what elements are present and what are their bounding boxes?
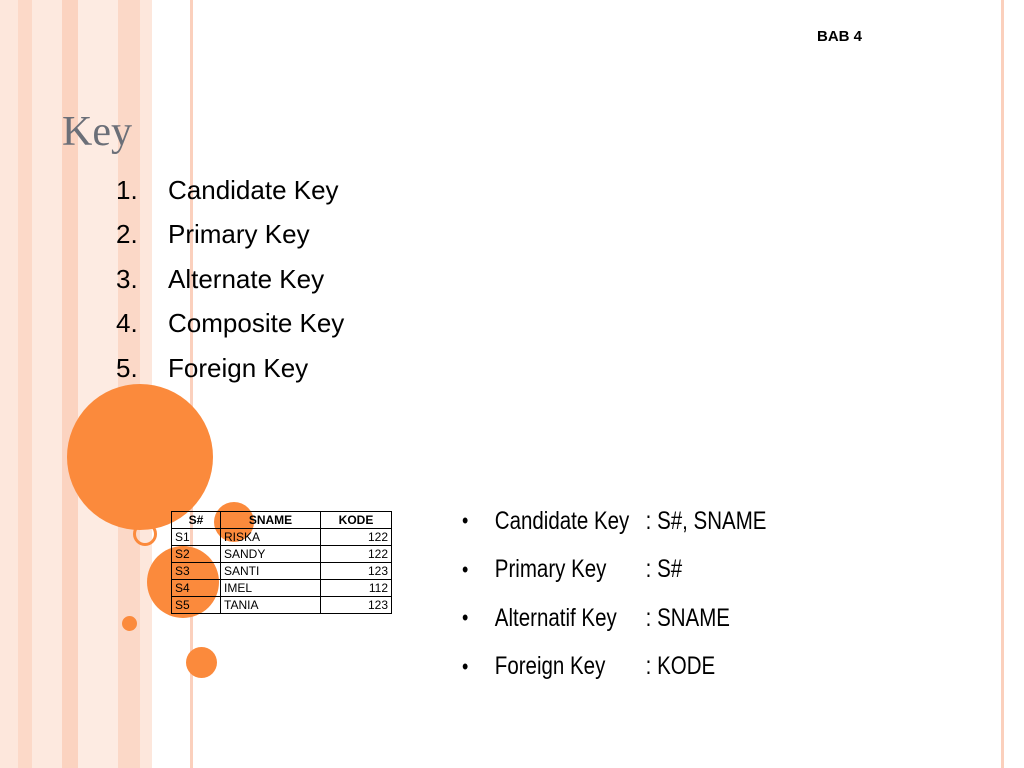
- table-cell: 112: [320, 579, 392, 597]
- background-stripe: [78, 0, 118, 768]
- list-item-label: Alternate Key: [168, 263, 325, 294]
- list-item-label: Foreign Key: [168, 352, 309, 383]
- table-cell: SANDY: [220, 545, 321, 563]
- background-stripe: [0, 0, 18, 768]
- column-header: SNAME: [220, 511, 321, 529]
- list-item: • Primary Key : S#: [462, 546, 766, 595]
- list-item: • Foreign Key : KODE: [462, 643, 766, 692]
- table-cell: S3: [171, 562, 221, 580]
- table-cell: 123: [320, 562, 392, 580]
- slide-title: Key: [62, 109, 132, 155]
- bullet-icon: •: [462, 508, 469, 534]
- table-cell: S5: [171, 596, 221, 614]
- list-item: • Alternatif Key : SNAME: [462, 594, 766, 643]
- table-cell: 122: [320, 528, 392, 546]
- key-type-list: 1. Candidate Key 2. Primary Key 3. Alternat…: [116, 168, 344, 391]
- table-cell: SANTI: [220, 562, 321, 580]
- list-number: 1.: [116, 174, 138, 205]
- key-name: Foreign Key: [494, 652, 606, 681]
- supplier-table-container: S# SNAME KODE S1 RISKA 122 S2 SANDY 122 …: [171, 511, 392, 614]
- table-row: S2 SANDY 122: [171, 545, 392, 563]
- background-stripe: [32, 0, 62, 768]
- list-item: • Candidate Key : S#, SNAME: [462, 497, 766, 546]
- list-item-label: Composite Key: [168, 308, 345, 339]
- bullet-icon: •: [462, 556, 469, 582]
- key-assignment-list: • Candidate Key : S#, SNAME • Primary Ke…: [462, 497, 833, 691]
- list-number: 4.: [116, 308, 138, 339]
- table-cell: S1: [171, 528, 221, 546]
- supplier-table: S# SNAME KODE S1 RISKA 122 S2 SANDY 122 …: [171, 511, 392, 614]
- list-item: 2. Primary Key: [116, 213, 344, 258]
- table-row: S4 IMEL 112: [171, 579, 392, 597]
- list-item-label: Primary Key: [168, 219, 310, 250]
- background-stripe: [62, 0, 78, 768]
- list-item-label: Candidate Key: [168, 174, 339, 205]
- table-cell: 123: [320, 596, 392, 614]
- table-row: S5 TANIA 123: [171, 596, 392, 614]
- table-row: S1 RISKA 122: [171, 528, 392, 546]
- table-header-row: S# SNAME KODE: [171, 511, 392, 529]
- list-item: 1. Candidate Key: [116, 168, 344, 213]
- background-stripe: [190, 0, 193, 768]
- background-stripe: [18, 0, 32, 768]
- table-cell: IMEL: [220, 579, 321, 597]
- key-name: Alternatif Key: [494, 603, 617, 632]
- table-row: S3 SANTI 123: [171, 562, 392, 580]
- list-number: 3.: [116, 263, 138, 294]
- column-header: S#: [171, 511, 221, 529]
- list-number: 2.: [116, 219, 138, 250]
- key-name: Candidate Key: [494, 506, 630, 535]
- bullet-icon: •: [462, 605, 469, 631]
- column-header: KODE: [320, 511, 392, 529]
- decorative-circle: [186, 647, 217, 678]
- key-value: : SNAME: [645, 603, 730, 632]
- list-item: 5. Foreign Key: [116, 346, 344, 391]
- list-number: 5.: [116, 352, 138, 383]
- table-cell: TANIA: [220, 596, 321, 614]
- table-cell: S4: [171, 579, 221, 597]
- key-value: : S#: [645, 555, 683, 584]
- key-value: : KODE: [645, 652, 716, 681]
- key-name: Primary Key: [494, 555, 607, 584]
- decorative-circle-large: [67, 384, 213, 530]
- table-cell: S2: [171, 545, 221, 563]
- chapter-label: BAB 4: [816, 28, 862, 45]
- decorative-circle-small: [122, 616, 137, 631]
- decorative-ring: [133, 522, 157, 546]
- table-cell: 122: [320, 545, 392, 563]
- background-stripe: [1001, 0, 1004, 768]
- key-value: : S#, SNAME: [645, 506, 767, 535]
- table-cell: RISKA: [220, 528, 321, 546]
- list-item: 4. Composite Key: [116, 302, 344, 347]
- bullet-icon: •: [462, 653, 469, 679]
- list-item: 3. Alternate Key: [116, 257, 344, 302]
